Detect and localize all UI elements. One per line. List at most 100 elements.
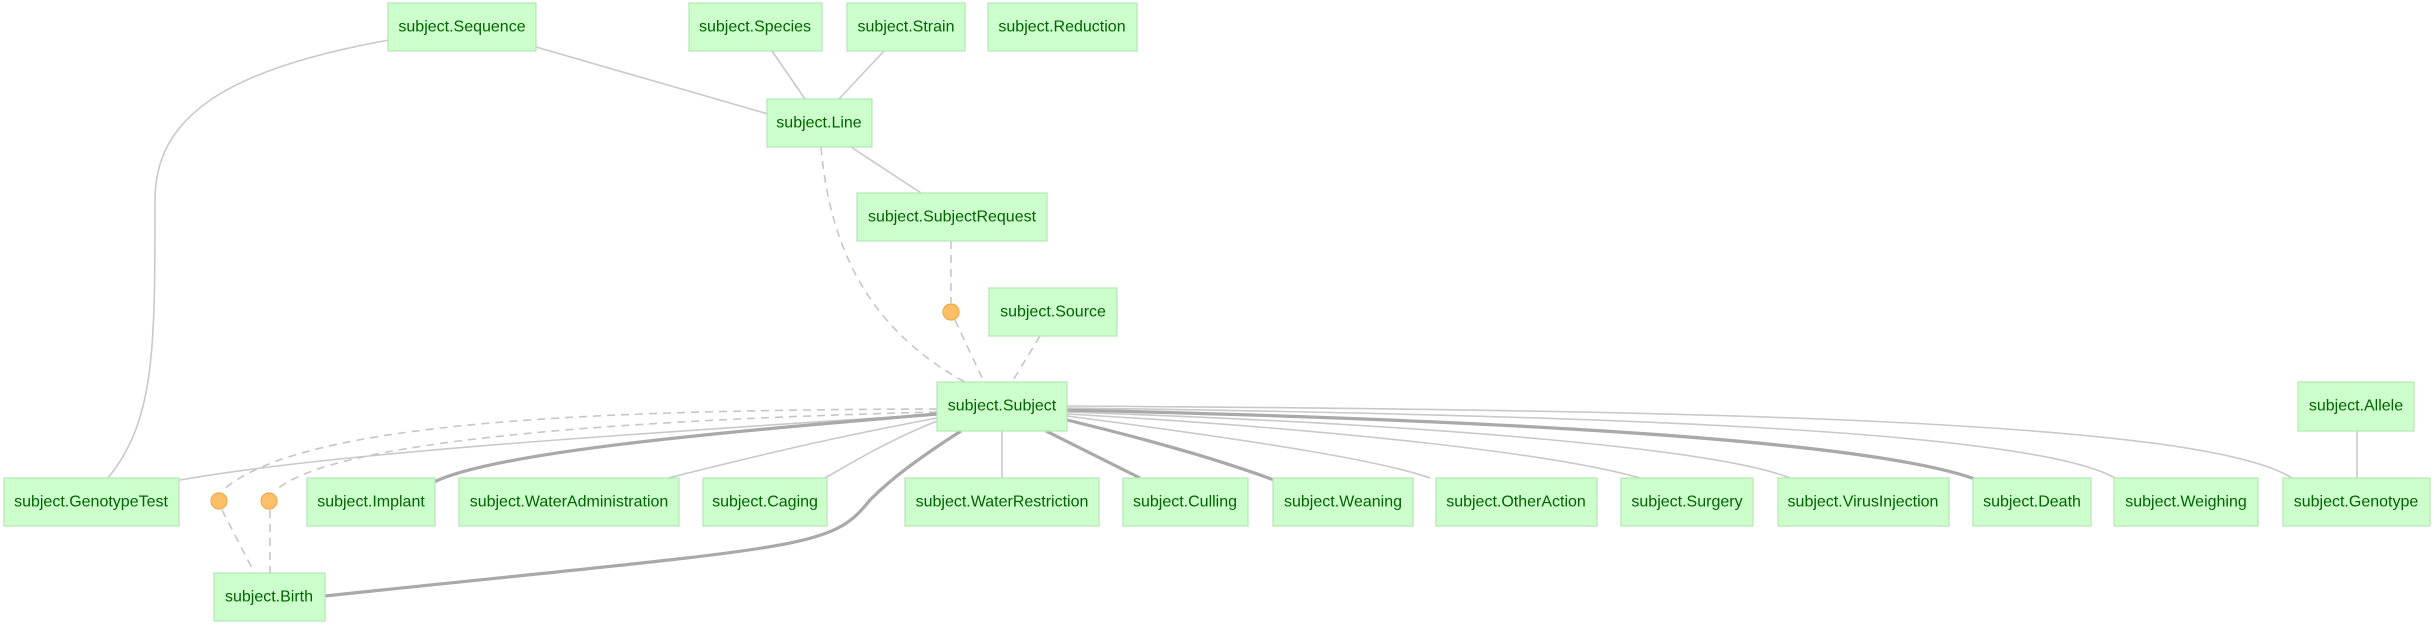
node-label: subject.WaterAdministration bbox=[470, 494, 669, 511]
edge-subject-junction-a bbox=[221, 408, 938, 492]
node-surgery[interactable]: subject.Surgery bbox=[1620, 477, 1754, 527]
node-label: subject.Culling bbox=[1133, 494, 1237, 511]
edge-subject-weaning bbox=[1066, 418, 1275, 482]
node-box bbox=[988, 287, 1118, 337]
node-box bbox=[856, 192, 1048, 242]
node-water-administration[interactable]: subject.WaterAdministration bbox=[458, 477, 680, 527]
edge-subject-genotypetest bbox=[179, 413, 938, 481]
node-label: subject.Birth bbox=[225, 589, 313, 606]
node-box bbox=[987, 2, 1138, 52]
edge-subject-genotype bbox=[1066, 405, 2293, 479]
node-box bbox=[1435, 477, 1598, 527]
node-box bbox=[936, 381, 1068, 432]
node-box bbox=[2282, 477, 2431, 527]
node-box bbox=[1777, 477, 1950, 527]
node-weaning[interactable]: subject.Weaning bbox=[1272, 477, 1414, 527]
node-source[interactable]: subject.Source bbox=[988, 287, 1118, 337]
edge-subject-birth bbox=[324, 429, 962, 598]
node-box bbox=[766, 98, 873, 148]
node-label: subject.Reduction bbox=[998, 19, 1125, 36]
node-box bbox=[2297, 381, 2415, 432]
edge-subject-weighing bbox=[1066, 407, 2116, 479]
node-virus-injection[interactable]: subject.VirusInjection bbox=[1777, 477, 1950, 527]
node-label: subject.Subject bbox=[948, 398, 1057, 415]
node-label: subject.Caging bbox=[712, 494, 818, 511]
edge-subject-culling bbox=[1045, 429, 1141, 480]
edges bbox=[107, 39, 2358, 598]
node-strain[interactable]: subject.Strain bbox=[846, 2, 966, 52]
node-culling[interactable]: subject.Culling bbox=[1122, 477, 1249, 527]
node-label: subject.Allele bbox=[2309, 398, 2403, 415]
edge-subject-caging bbox=[824, 420, 938, 479]
edge-sequence-genotypetest bbox=[107, 39, 390, 479]
node-death[interactable]: subject.Death bbox=[1972, 477, 2092, 527]
edge-subject-otheraction bbox=[1066, 415, 1431, 479]
junction-point bbox=[260, 492, 278, 510]
edge-subject-surgery bbox=[1066, 413, 1641, 479]
node-label: subject.SubjectRequest bbox=[868, 209, 1037, 226]
node-label: subject.Surgery bbox=[1631, 494, 1742, 511]
node-label: subject.WaterRestriction bbox=[916, 494, 1089, 511]
junction-point bbox=[210, 492, 228, 510]
node-label: subject.Death bbox=[1983, 494, 2081, 511]
node-genotype[interactable]: subject.Genotype bbox=[2282, 477, 2431, 527]
node-subject[interactable]: subject.Subject bbox=[936, 381, 1068, 432]
edge-line-subject bbox=[820, 146, 966, 383]
node-allele[interactable]: subject.Allele bbox=[2297, 381, 2415, 432]
edge-subject-death bbox=[1066, 408, 1984, 484]
edge-sequence-line bbox=[535, 46, 769, 115]
edge-strain-line bbox=[838, 50, 885, 100]
node-genotype-test[interactable]: subject.GenotypeTest bbox=[3, 477, 180, 527]
edge-subject-implant bbox=[433, 412, 938, 484]
nodes: subject.Sequence subject.Species subject… bbox=[3, 2, 2431, 622]
node-label: subject.Weighing bbox=[2125, 494, 2247, 511]
node-implant[interactable]: subject.Implant bbox=[306, 477, 436, 527]
node-label: subject.Weaning bbox=[1284, 494, 1402, 511]
junctions bbox=[210, 303, 960, 510]
node-water-restriction[interactable]: subject.WaterRestriction bbox=[904, 477, 1100, 527]
node-box bbox=[458, 477, 680, 527]
edge-junction-subject bbox=[954, 319, 985, 383]
node-box bbox=[904, 477, 1100, 527]
node-label: subject.GenotypeTest bbox=[14, 494, 168, 511]
node-box bbox=[2113, 477, 2259, 527]
node-weighing[interactable]: subject.Weighing bbox=[2113, 477, 2259, 527]
node-birth[interactable]: subject.Birth bbox=[213, 572, 326, 622]
node-species[interactable]: subject.Species bbox=[688, 2, 823, 52]
node-caging[interactable]: subject.Caging bbox=[702, 477, 828, 527]
node-label: subject.Genotype bbox=[2294, 494, 2419, 511]
edge-subject-junction-b bbox=[274, 411, 938, 492]
node-box bbox=[213, 572, 326, 622]
edge-subject-wateradministration bbox=[667, 417, 938, 479]
node-box bbox=[3, 477, 180, 527]
node-label: subject.OtherAction bbox=[1446, 494, 1586, 511]
node-box bbox=[1272, 477, 1414, 527]
edge-line-subjectrequest bbox=[850, 146, 922, 194]
node-line[interactable]: subject.Line bbox=[766, 98, 873, 148]
node-sequence[interactable]: subject.Sequence bbox=[387, 2, 537, 52]
node-box bbox=[688, 2, 823, 52]
node-subject-request[interactable]: subject.SubjectRequest bbox=[856, 192, 1048, 242]
node-other-action[interactable]: subject.OtherAction bbox=[1435, 477, 1598, 527]
node-box bbox=[387, 2, 537, 52]
node-label: subject.Species bbox=[699, 19, 811, 36]
edge-subject-virusinjection bbox=[1066, 411, 1791, 479]
node-label: subject.Source bbox=[1000, 304, 1106, 321]
node-box bbox=[1972, 477, 2092, 527]
node-box bbox=[1620, 477, 1754, 527]
node-label: subject.Implant bbox=[317, 494, 425, 511]
node-label: subject.Line bbox=[776, 115, 861, 132]
edge-junction-a-birth bbox=[221, 509, 256, 575]
edge-species-line bbox=[771, 50, 806, 100]
node-box bbox=[846, 2, 966, 52]
node-label: subject.Strain bbox=[858, 19, 955, 36]
node-reduction[interactable]: subject.Reduction bbox=[987, 2, 1138, 52]
node-label: subject.VirusInjection bbox=[1788, 494, 1939, 511]
edge-source-subject bbox=[1011, 335, 1041, 383]
node-box bbox=[1122, 477, 1249, 527]
node-box bbox=[702, 477, 828, 527]
junction-point bbox=[942, 303, 960, 321]
node-label: subject.Sequence bbox=[398, 19, 525, 36]
node-box bbox=[306, 477, 436, 527]
